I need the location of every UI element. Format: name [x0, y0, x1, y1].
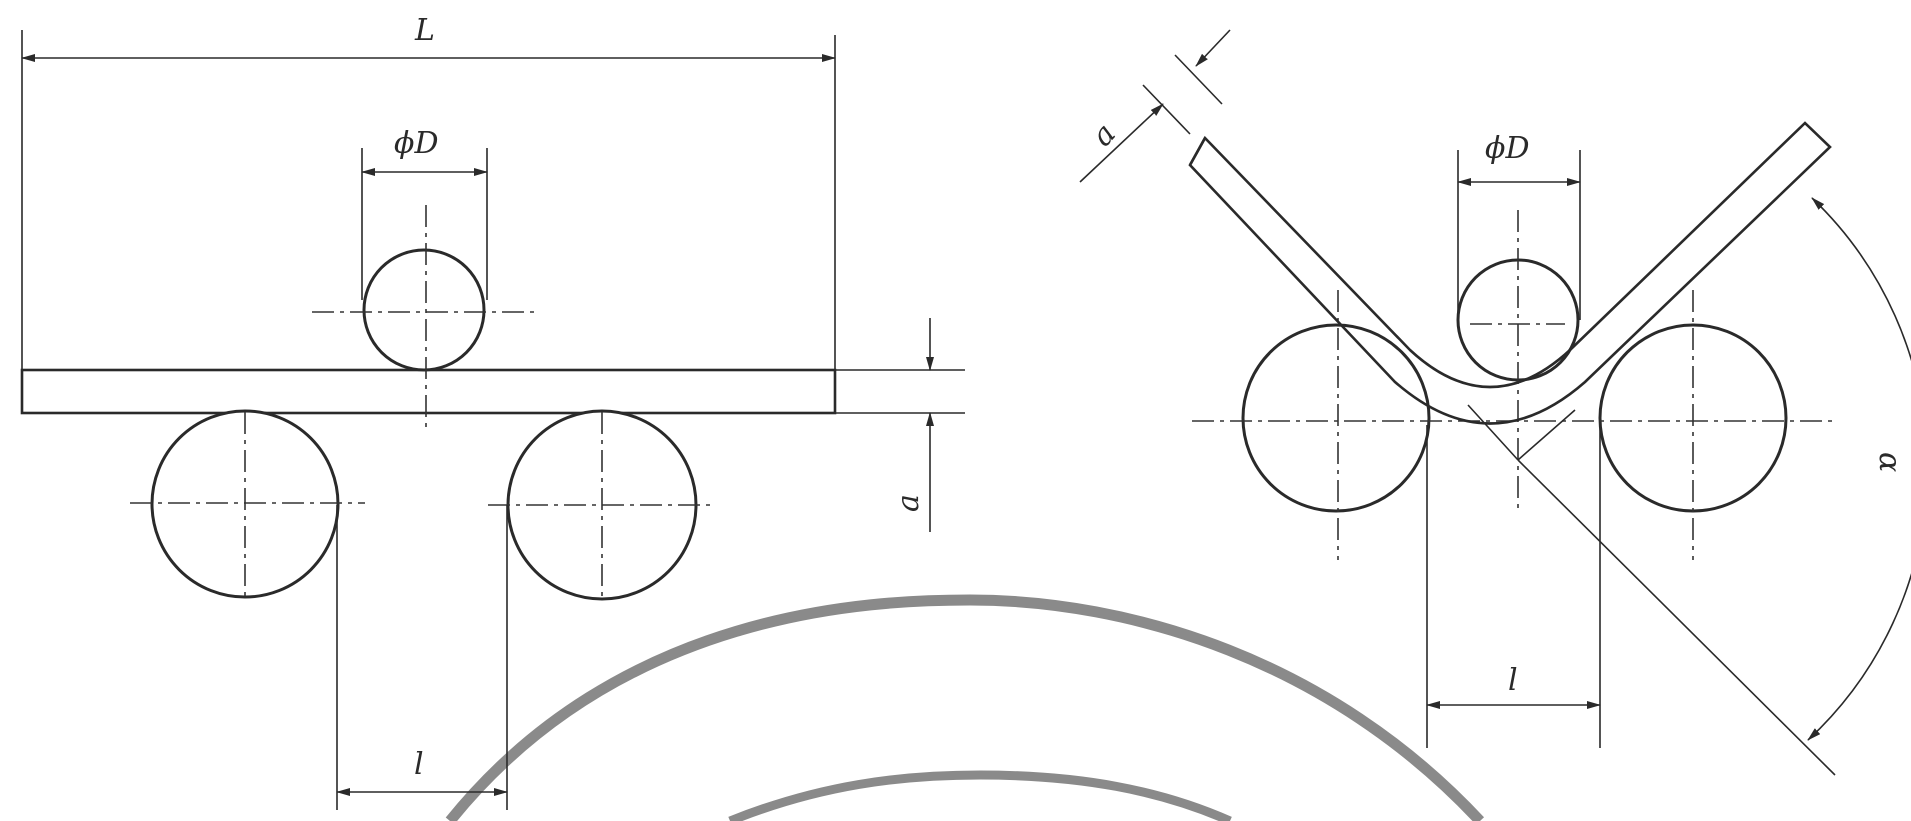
- flat-specimen-figure: L ϕD a l: [20, 13, 965, 810]
- bent-specimen-figure: ϕD a l α: [1079, 29, 1911, 776]
- bent-thickness-extension-outer: [1174, 54, 1223, 105]
- bent-left-support-roll: [1241, 323, 1431, 513]
- bent-thickness-extension-inner: [1142, 84, 1191, 135]
- angle-label: α: [1872, 452, 1907, 472]
- angle-construction-line-right: [1517, 409, 1576, 461]
- bent-specimen-end-cap: [1188, 137, 1207, 166]
- thickness-label-left: a: [891, 494, 926, 512]
- bent-thickness-arrow-inner: [1079, 103, 1164, 183]
- bent-diameter-label: ϕD: [1485, 131, 1530, 166]
- background-arcs: [445, 594, 1485, 821]
- length-label: L: [414, 13, 435, 48]
- span-label-left: l: [414, 747, 424, 782]
- mandrel-diameter-label: ϕD: [394, 126, 439, 161]
- bent-thickness-arrow-outer: [1195, 29, 1231, 67]
- bent-specimen-plate: [1188, 121, 1832, 425]
- mandrel-roll: [362, 248, 486, 372]
- angle-dimension-arc: [1807, 197, 1911, 741]
- angle-construction-line-left: [1467, 404, 1519, 461]
- bent-span-label: l: [1508, 663, 1518, 698]
- angle-reference-line: [1517, 459, 1836, 776]
- flat-specimen-plate: [20, 368, 837, 415]
